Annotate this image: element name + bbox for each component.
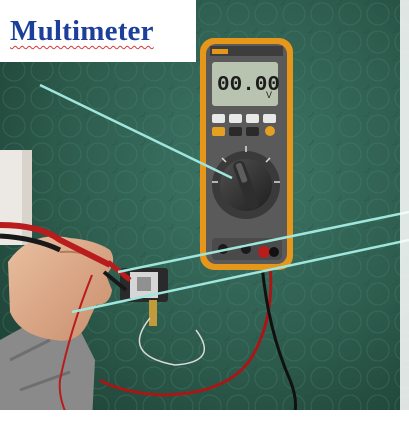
pointer-lines [39,83,409,314]
title-label-box: Multimeter [0,0,196,62]
title-label: Multimeter [10,15,154,47]
sleeve [0,318,95,421]
lcd-display [212,62,278,106]
multimeter: 00.00 V [200,38,293,270]
display-value: 00.00 [217,74,280,97]
display-unit: V [266,90,272,100]
black-test-lead [260,264,297,421]
function-buttons [212,114,276,136]
hand [8,236,114,341]
test-component [120,268,206,366]
